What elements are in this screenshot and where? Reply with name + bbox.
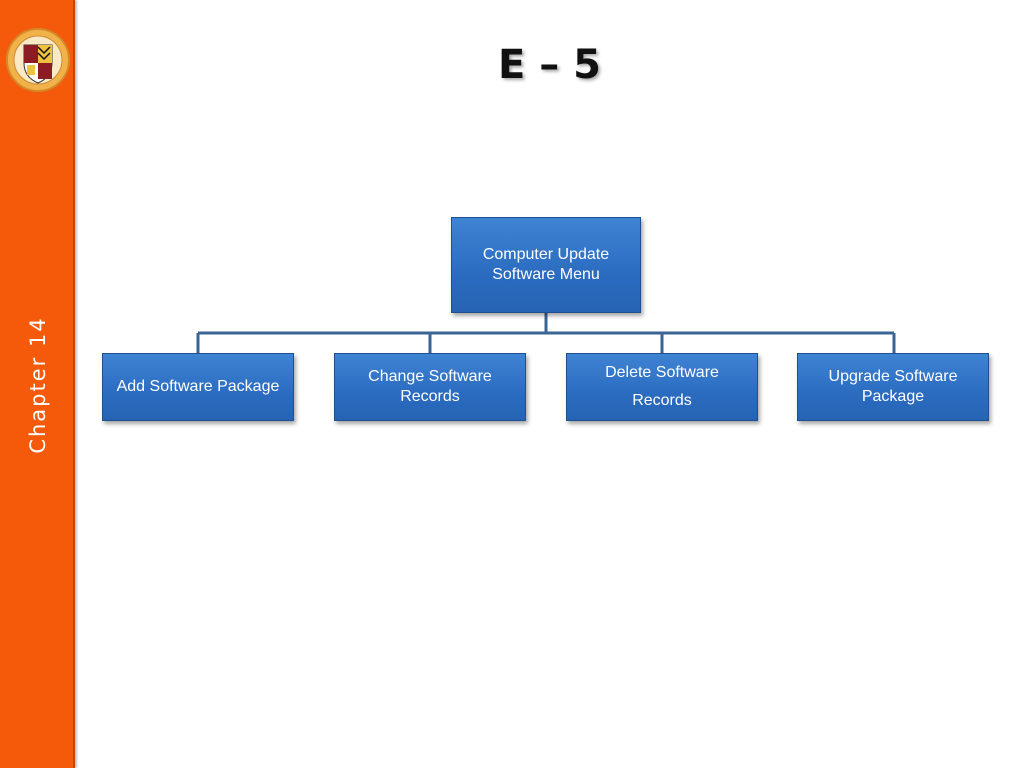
- child-node-add-software-package: Add Software Package: [102, 353, 294, 421]
- child-node-label: Package: [861, 388, 925, 405]
- slide-title: E – 5: [497, 42, 601, 88]
- university-seal-logo: [6, 28, 70, 92]
- child-node-label: Add Software Package: [116, 378, 280, 395]
- sidebar: Chapter 14: [0, 0, 75, 768]
- child-node-label: Records: [632, 392, 692, 409]
- root-node-line-2: Software Menu: [492, 266, 600, 283]
- root-node: Computer Update Software Menu: [451, 217, 641, 313]
- child-node-label: Change Software: [368, 368, 492, 385]
- child-node-label: Records: [400, 388, 460, 405]
- child-node-upgrade-software-package: Upgrade Software Package: [797, 353, 989, 421]
- root-node-line-1: Computer Update: [482, 246, 610, 263]
- child-node-label: Upgrade Software: [828, 368, 958, 385]
- child-node-delete-software-records: Delete Software Records: [566, 353, 758, 421]
- child-node-change-software-records: Change Software Records: [334, 353, 526, 421]
- child-node-label: Delete Software: [605, 364, 719, 381]
